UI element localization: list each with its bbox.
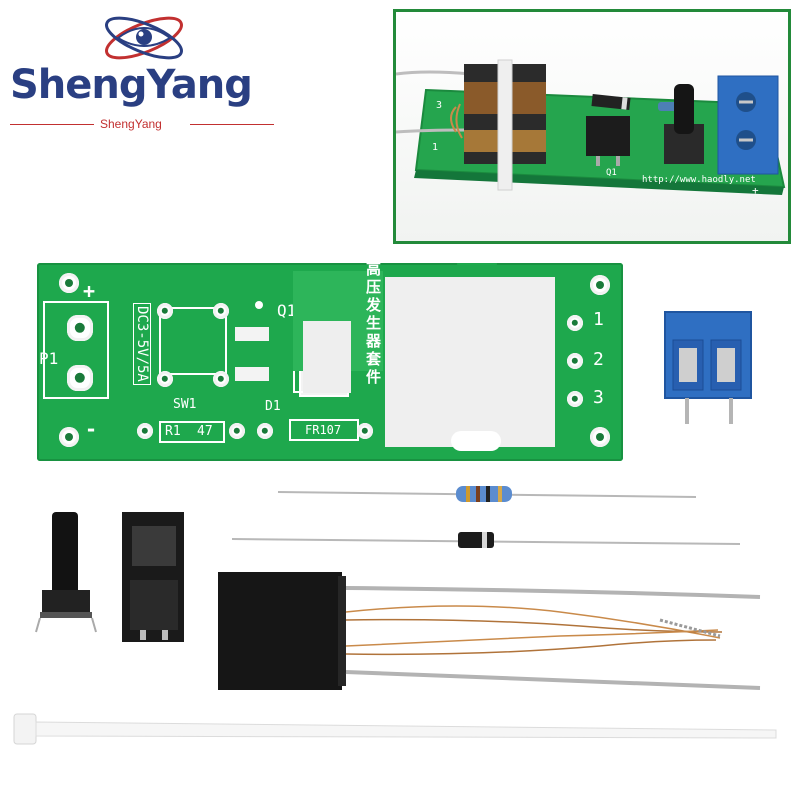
r1-label: R1 [165, 424, 181, 439]
p1-pad-2 [67, 365, 93, 391]
plus-label: + [83, 279, 96, 303]
pin-1-label: 1 [593, 309, 604, 330]
d1-pad-1 [257, 423, 273, 439]
chinese-kit-label: 高压发生器套件 [364, 261, 382, 387]
sw1-pad-3 [157, 371, 173, 387]
p1-label: P1 [39, 349, 59, 368]
pin-3-label: 3 [593, 387, 604, 408]
brand-subtitle: ShengYang [100, 117, 162, 131]
resistor-part [277, 486, 697, 502]
shengyang-logo: ShengYang ShengYang [0, 0, 290, 150]
r1-pad-2 [229, 423, 245, 439]
diode-part-label: FR107 [305, 423, 342, 437]
dc-rating-label: DC3-5V/5A [133, 303, 151, 385]
d1-label: D1 [265, 399, 281, 414]
assembled-board-illustration: Q1 http://www.haodly.net 3 1 + [396, 12, 788, 241]
output-pad-2 [567, 353, 583, 369]
sw1-label: SW1 [173, 397, 197, 412]
pin-2-label: 2 [593, 349, 604, 370]
mount-hole-top-left [59, 273, 79, 293]
mosfet-part [122, 512, 184, 642]
mount-hole-top-right [590, 275, 610, 295]
cable-tie-part [13, 713, 777, 745]
r1-pad-1 [137, 423, 153, 439]
brand-name: ShengYang [10, 62, 253, 108]
q1-heat-pad [303, 321, 351, 393]
diode-part [231, 532, 741, 548]
mount-hole-bottom-left [59, 427, 79, 447]
coil-notch-top [457, 263, 497, 273]
r1-value-label: 47 [197, 424, 213, 439]
terminal-block-part [664, 311, 752, 424]
sw1-pad-4 [213, 371, 229, 387]
d1-pad-2 [357, 423, 373, 439]
q1-pad-gate [235, 327, 269, 341]
tactile-button-part [35, 512, 97, 633]
inset-pin-label-1: 1 [432, 142, 438, 153]
via-1 [255, 301, 263, 309]
inset-url-text: http://www.haodly.net [642, 175, 756, 185]
brand-divider-right [190, 124, 274, 125]
output-pad-3 [567, 391, 583, 407]
r1-outline [159, 421, 225, 443]
coil-slot-bottom [451, 431, 501, 451]
inset-q1-label: Q1 [606, 168, 617, 178]
output-pad-1 [567, 315, 583, 331]
sw1-pad-1 [157, 303, 173, 319]
kit-parts-illustration [13, 311, 777, 745]
hv-coil-part [218, 572, 761, 690]
brand-divider-left [10, 124, 94, 125]
q1-label: Q1 [277, 301, 297, 320]
sw1-pad-2 [213, 303, 229, 319]
mount-hole-bottom-right [590, 427, 610, 447]
p1-pad-1 [67, 315, 93, 341]
coil-footprint [385, 277, 555, 447]
sw1-outline [159, 307, 227, 375]
pcb-board: P1 + - DC3-5V/5A SW1 Q1 D1 FR107 R1 47 高… [37, 261, 623, 461]
q1-pad-source [235, 367, 269, 381]
eye-emblem-icon [105, 16, 183, 60]
minus-label: - [85, 417, 98, 441]
inset-plus-label: + [752, 184, 759, 197]
assembled-board-photo: Q1 http://www.haodly.net 3 1 + [393, 9, 791, 244]
inset-pin-label-3: 3 [436, 100, 442, 111]
p1-terminal-outline [43, 301, 109, 399]
